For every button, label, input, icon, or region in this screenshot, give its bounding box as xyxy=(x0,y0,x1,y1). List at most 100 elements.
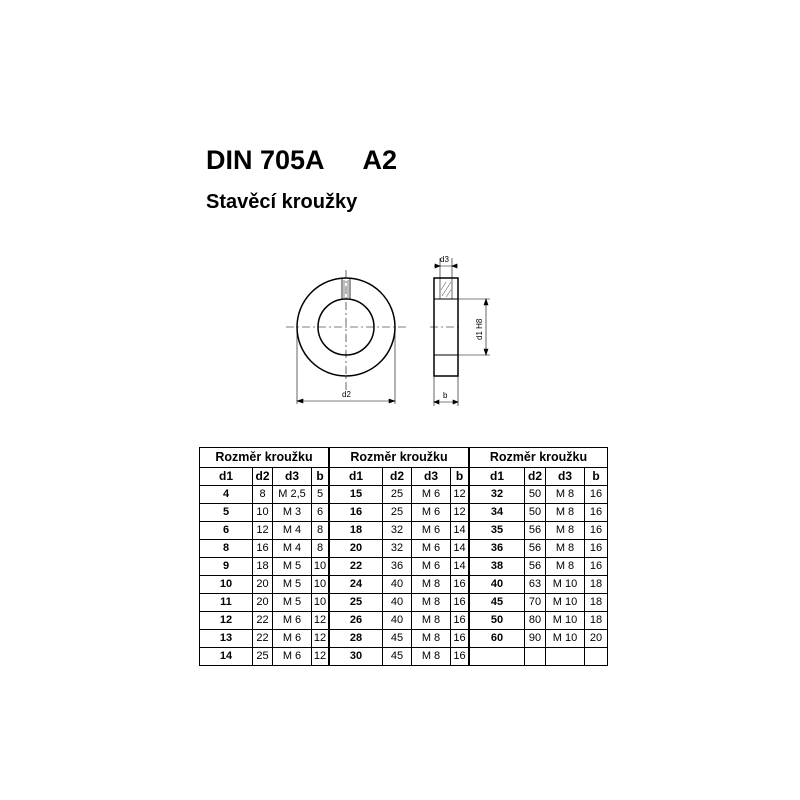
table-cell: 16 xyxy=(252,539,273,558)
table-cell: M 8 xyxy=(411,611,451,630)
table-cell: 40 xyxy=(468,575,525,594)
table-cell: 36 xyxy=(468,539,525,558)
table-cell: 16 xyxy=(450,647,470,666)
table-cell: M 10 xyxy=(545,575,585,594)
column-header: d3 xyxy=(545,467,585,486)
table-cell: 25 xyxy=(382,485,412,504)
table-cell: 50 xyxy=(524,503,546,522)
table-cell: 12 xyxy=(311,611,330,630)
column-header: d1 xyxy=(199,467,253,486)
group-header: Rozměr kroužku xyxy=(199,447,330,468)
table-cell: 25 xyxy=(328,593,383,612)
column-header: d2 xyxy=(382,467,412,486)
table-cell: 56 xyxy=(524,557,546,576)
table-cell: 16 xyxy=(328,503,383,522)
table-cell: 10 xyxy=(311,557,330,576)
table-cell: M 3 xyxy=(272,503,312,522)
table-cell: 40 xyxy=(382,611,412,630)
table-cell: M 5 xyxy=(272,557,312,576)
column-header: b xyxy=(584,467,608,486)
table-cell: 6 xyxy=(199,521,253,540)
table-cell: 16 xyxy=(450,593,470,612)
table-cell: 22 xyxy=(252,611,273,630)
table-cell: 14 xyxy=(450,539,470,558)
d2-label: d2 xyxy=(342,390,351,399)
table-cell: 10 xyxy=(311,575,330,594)
table-cell: 25 xyxy=(382,503,412,522)
table-cell: M 10 xyxy=(545,611,585,630)
table-cell: 12 xyxy=(252,521,273,540)
table-cell: M 8 xyxy=(545,557,585,576)
column-header: b xyxy=(311,467,330,486)
table-cell: 40 xyxy=(382,575,412,594)
table-cell: 90 xyxy=(524,629,546,648)
d1-label: d1 H8 xyxy=(475,318,484,340)
table-cell: 32 xyxy=(468,485,525,504)
table-cell xyxy=(545,647,585,666)
table-cell: 20 xyxy=(252,575,273,594)
d3-label: d3 xyxy=(440,255,449,264)
table-cell: 25 xyxy=(252,647,273,666)
table-cell: 6 xyxy=(311,503,330,522)
table-cell: 5 xyxy=(311,485,330,504)
table-cell: 45 xyxy=(382,629,412,648)
group-header: Rozměr kroužku xyxy=(328,447,470,468)
table-cell: 22 xyxy=(252,629,273,648)
table-cell: 18 xyxy=(584,593,608,612)
table-cell: 16 xyxy=(584,485,608,504)
table-cell: M 4 xyxy=(272,521,312,540)
table-cell: 14 xyxy=(199,647,253,666)
table-cell: 80 xyxy=(524,611,546,630)
table-cell: 56 xyxy=(524,521,546,540)
table-cell: 8 xyxy=(199,539,253,558)
table-cell: M 10 xyxy=(545,593,585,612)
table-cell: M 8 xyxy=(411,575,451,594)
column-header: d3 xyxy=(272,467,312,486)
table-cell: 34 xyxy=(468,503,525,522)
table-cell: 18 xyxy=(584,575,608,594)
table-cell: M 6 xyxy=(411,485,451,504)
table-cell: 14 xyxy=(450,557,470,576)
table-cell: M 6 xyxy=(272,647,312,666)
group-header: Rozměr kroužku xyxy=(468,447,608,468)
table-cell: 40 xyxy=(382,593,412,612)
table-cell: 15 xyxy=(328,485,383,504)
table-cell: 60 xyxy=(468,629,525,648)
table-cell: 20 xyxy=(328,539,383,558)
table-cell: M 5 xyxy=(272,593,312,612)
table-cell: 14 xyxy=(450,521,470,540)
table-cell: 16 xyxy=(450,611,470,630)
table-cell: M 6 xyxy=(411,557,451,576)
table-cell: 26 xyxy=(328,611,383,630)
table-cell: M 4 xyxy=(272,539,312,558)
column-header: d1 xyxy=(328,467,383,486)
table-cell: M 8 xyxy=(411,629,451,648)
column-header: d3 xyxy=(411,467,451,486)
table-cell: M 6 xyxy=(272,611,312,630)
column-header: b xyxy=(450,467,470,486)
table-cell: 10 xyxy=(311,593,330,612)
table-cell: 36 xyxy=(382,557,412,576)
table-cell: 50 xyxy=(524,485,546,504)
table-cell: 63 xyxy=(524,575,546,594)
table-cell: 28 xyxy=(328,629,383,648)
table-cell: M 8 xyxy=(545,539,585,558)
table-cell: 22 xyxy=(328,557,383,576)
table-cell: 8 xyxy=(311,539,330,558)
table-cell: 35 xyxy=(468,521,525,540)
material-code: A2 xyxy=(362,145,398,175)
table-cell: 18 xyxy=(328,521,383,540)
table-cell: M 5 xyxy=(272,575,312,594)
table-cell: 16 xyxy=(584,503,608,522)
table-cell: 16 xyxy=(450,629,470,648)
dimensions-table: Rozměr kroužku Rozměr kroužku Rozměr kro… xyxy=(199,447,608,666)
table-cell: 45 xyxy=(468,593,525,612)
table-cell: 18 xyxy=(584,611,608,630)
table-cell: 18 xyxy=(252,557,273,576)
table-cell: 10 xyxy=(199,575,253,594)
